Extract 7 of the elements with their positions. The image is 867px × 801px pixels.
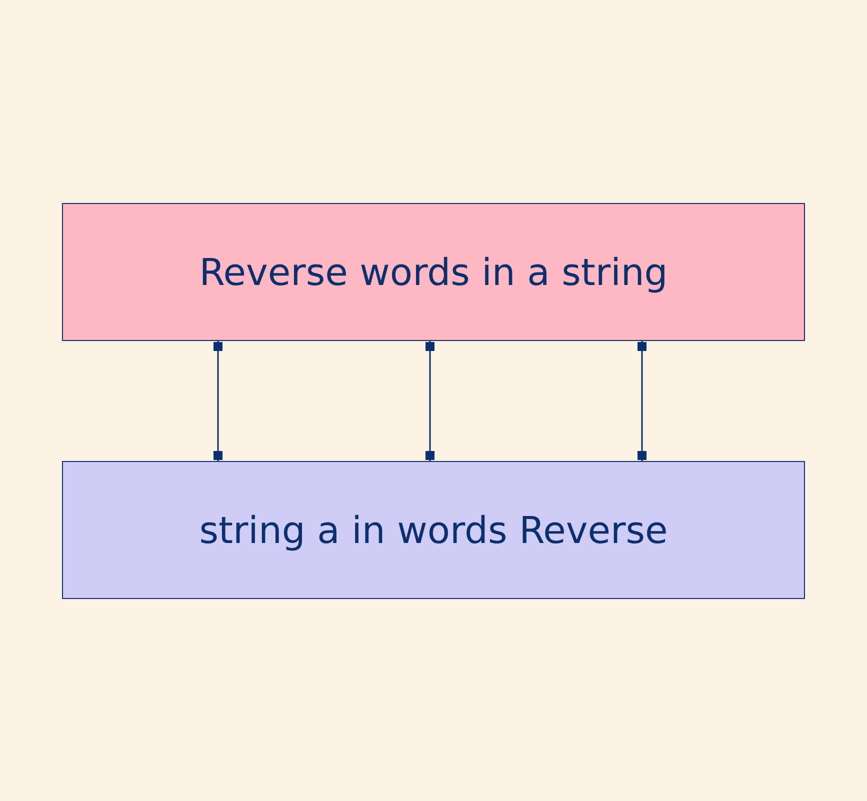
process-box [62, 461, 805, 599]
process-box [62, 203, 805, 341]
box-label: Reverse words in a string [199, 250, 668, 294]
connector [426, 341, 434, 461]
connector [214, 341, 222, 461]
box-label: string a in words Reverse [199, 508, 668, 552]
connector [638, 341, 646, 461]
